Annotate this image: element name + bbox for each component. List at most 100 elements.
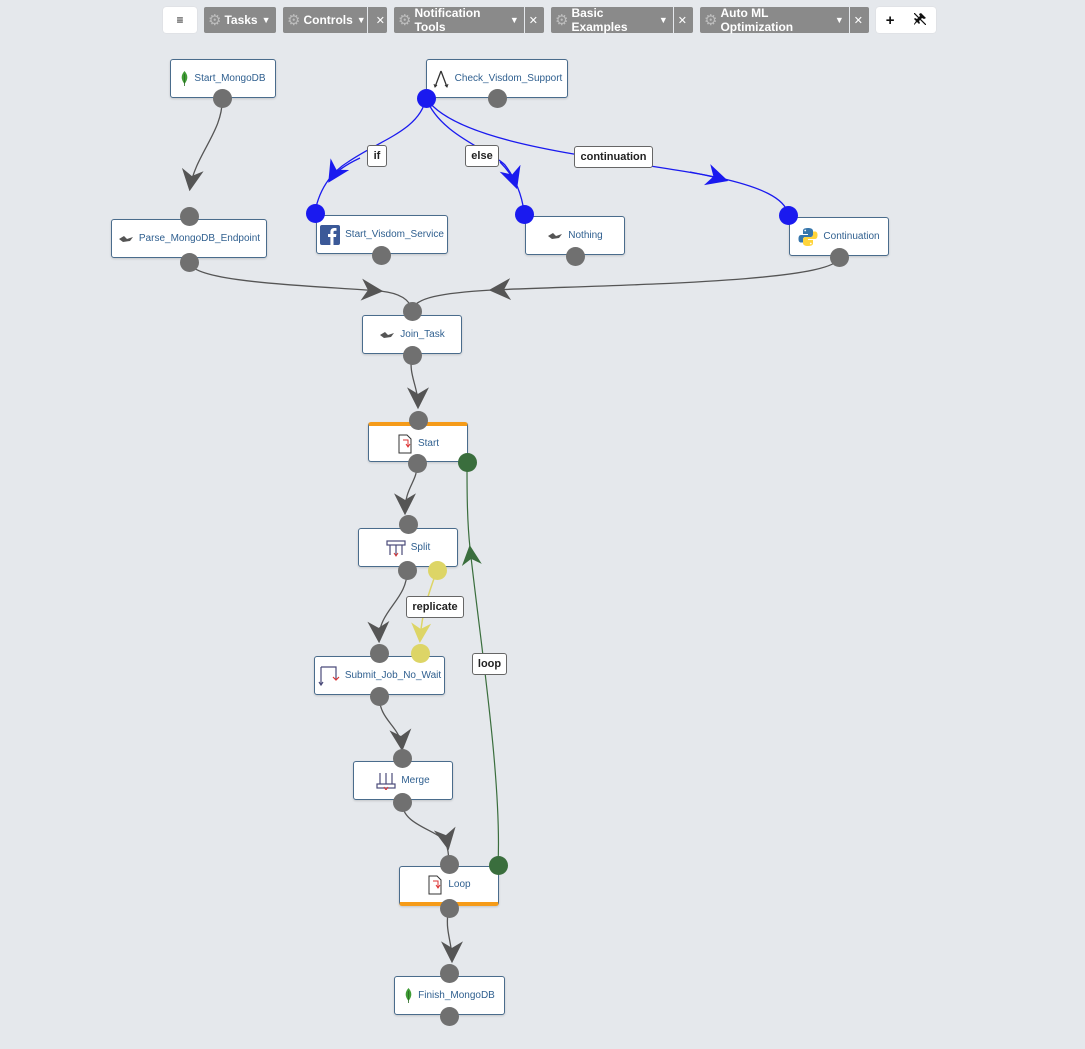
node-label: Finish_MongoDB	[418, 990, 495, 1001]
loop-input-port[interactable]	[457, 452, 477, 472]
controls-menu[interactable]: ⚙ Controls ▼ ✕	[283, 7, 387, 33]
output-port[interactable]	[439, 898, 459, 918]
node-label: Parse_MongoDB_Endpoint	[138, 233, 261, 244]
loop-output-port[interactable]	[488, 855, 508, 875]
output-port[interactable]	[402, 345, 422, 365]
node-label: Start	[417, 438, 440, 449]
controls-menu-label: Controls	[303, 13, 353, 27]
input-port[interactable]	[408, 410, 428, 430]
submit-icon	[318, 665, 340, 687]
chevron-down-icon: ▼	[834, 15, 844, 25]
edge-split-to-submit	[367, 569, 408, 644]
input-port[interactable]	[179, 206, 199, 226]
menu-icon: ≡	[176, 13, 184, 27]
loop-start-icon	[397, 434, 413, 454]
output-port[interactable]	[407, 453, 427, 473]
branch-icon	[432, 69, 450, 89]
edge-start-mongodb-to-parse	[181, 97, 223, 192]
edge-continuation-to-join	[488, 256, 840, 301]
edge-label-if[interactable]: if	[367, 145, 387, 167]
basic-examples-menu[interactable]: ⚙ Basic Examples ▼ ✕	[551, 6, 693, 34]
replicate-input-port[interactable]	[410, 643, 430, 663]
output-port[interactable]	[565, 246, 585, 266]
split-icon	[386, 539, 406, 557]
output-port[interactable]	[439, 1006, 459, 1026]
edge-if-arrow	[328, 157, 361, 183]
edge-loop-back-tail	[466, 461, 471, 549]
task-icon	[547, 231, 563, 241]
loop-end-icon	[427, 875, 443, 895]
node-label: Split	[410, 542, 431, 553]
tasks-menu-label: Tasks	[224, 13, 258, 27]
gear-icon: ⚙	[208, 11, 222, 29]
output-port[interactable]	[487, 88, 507, 108]
input-port[interactable]	[369, 643, 389, 663]
output-port[interactable]	[369, 686, 389, 706]
node-label: Loop	[448, 879, 471, 890]
auto-ml-optimization-menu-label: Auto ML Optimization	[720, 6, 794, 34]
close-icon[interactable]: ✕	[853, 14, 863, 27]
input-port[interactable]	[439, 854, 459, 874]
node-label: Merge	[401, 775, 430, 786]
pin-icon[interactable]	[913, 12, 927, 28]
edge-label-replicate[interactable]: replicate	[406, 596, 464, 618]
continuation-input-port[interactable]	[778, 205, 798, 225]
node-nothing[interactable]: Nothing	[525, 216, 625, 255]
chevron-down-icon: ▼	[658, 15, 668, 25]
edge-continuation-to-join-tail	[411, 289, 493, 311]
edge-label-continuation[interactable]: continuation	[574, 146, 653, 168]
input-port[interactable]	[392, 748, 412, 768]
basic-examples-menu-label: Basic Examples	[571, 6, 628, 34]
chevron-down-icon: ▼	[261, 15, 271, 25]
facebook-icon	[320, 224, 341, 245]
chevron-down-icon: ▼	[509, 15, 519, 25]
input-port[interactable]	[398, 514, 418, 534]
input-port[interactable]	[439, 963, 459, 983]
python-icon	[798, 227, 818, 247]
close-icon[interactable]: ✕	[375, 14, 385, 27]
edge-continuation-arrow	[689, 164, 729, 186]
edge-label-else[interactable]: else	[465, 145, 499, 167]
branch-output-port[interactable]	[416, 88, 436, 108]
task-icon	[118, 234, 134, 244]
output-port[interactable]	[829, 247, 849, 267]
gear-icon: ⚙	[287, 11, 301, 29]
edge-parse-to-join	[188, 261, 384, 301]
output-port[interactable]	[371, 245, 391, 265]
replicate-output-port[interactable]	[427, 560, 447, 580]
gear-icon: ⚙	[555, 11, 569, 29]
mongodb-leaf-icon	[180, 71, 189, 86]
output-port[interactable]	[212, 88, 232, 108]
close-icon[interactable]: ✕	[677, 14, 687, 27]
node-label: Continuation	[823, 231, 880, 242]
gear-icon: ⚙	[704, 11, 718, 29]
output-port[interactable]	[392, 792, 412, 812]
auto-ml-optimization-menu[interactable]: ⚙ Auto ML Optimization ▼ ✕	[700, 6, 869, 34]
node-label: Nothing	[568, 230, 603, 241]
plus-icon[interactable]: +	[885, 11, 895, 29]
node-parse-mongodb-endpoint[interactable]: Parse_MongoDB_Endpoint	[111, 219, 267, 258]
task-icon	[379, 330, 395, 340]
edge-label-loop[interactable]: loop	[472, 653, 507, 675]
gear-icon: ⚙	[398, 11, 412, 29]
chevron-down-icon: ▼	[356, 15, 366, 25]
input-port[interactable]	[402, 301, 422, 321]
node-label: Start_MongoDB	[194, 73, 266, 84]
mongodb-leaf-icon	[404, 988, 413, 1003]
if-input-port[interactable]	[305, 203, 325, 223]
else-input-port[interactable]	[514, 204, 534, 224]
close-icon[interactable]: ✕	[528, 14, 538, 27]
node-label: Start_Visdom_Service	[345, 229, 444, 240]
notification-tools-menu[interactable]: ⚙ Notification Tools ▼ ✕	[394, 6, 544, 34]
edge-else-arrow	[499, 161, 521, 190]
node-label: Join_Task	[400, 329, 445, 340]
output-port[interactable]	[397, 560, 417, 580]
tasks-menu[interactable]: ⚙ Tasks ▼	[204, 7, 276, 33]
edge-loop-back	[461, 545, 500, 866]
output-port[interactable]	[179, 252, 199, 272]
notification-tools-menu-label: Notification Tools	[414, 6, 481, 34]
menu-button[interactable]: ≡	[163, 7, 197, 33]
node-label: Submit_Job_No_Wait	[344, 670, 442, 681]
